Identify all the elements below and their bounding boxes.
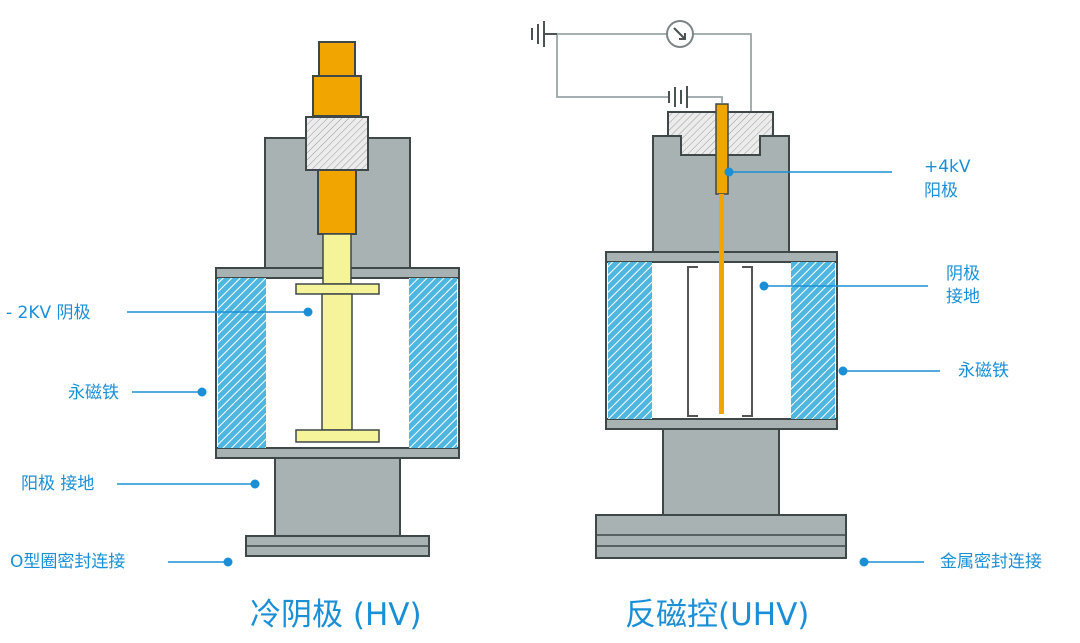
left-feedthrough-upper bbox=[312, 75, 362, 117]
left-feedthrough-lower bbox=[317, 169, 357, 235]
left-cathode-rod bbox=[321, 293, 353, 431]
right-magnet-left bbox=[608, 262, 652, 419]
right-bottom-plate bbox=[605, 418, 838, 430]
left-cathode-top-disc bbox=[295, 283, 380, 295]
label-magnet-left: 永磁铁 bbox=[68, 383, 119, 403]
left-lower-body bbox=[274, 457, 401, 537]
label-cathode-right-line1: 阴极 bbox=[946, 264, 980, 284]
right-cathode-left bbox=[687, 266, 698, 417]
right-anode-rod bbox=[719, 194, 724, 414]
left-ceramic-insulator bbox=[305, 116, 369, 171]
label-magnet-right: 永磁铁 bbox=[958, 361, 1009, 381]
label-anode-right-line2: 阳极 bbox=[924, 181, 958, 201]
left-magnet-right bbox=[409, 278, 457, 448]
left-gauge bbox=[215, 41, 460, 557]
left-magnet-left bbox=[218, 278, 266, 448]
left-bottom-plate bbox=[215, 447, 460, 459]
left-cathode-bottom-disc bbox=[295, 429, 380, 443]
left-cathode-stem bbox=[322, 233, 352, 285]
left-feedthrough-cap bbox=[318, 41, 356, 77]
title-left-gauge: 冷阴极 (HV) bbox=[250, 597, 422, 633]
label-anode-ground-left: 阳极 接地 bbox=[21, 474, 95, 494]
right-cathode-right bbox=[742, 266, 753, 417]
left-leaders bbox=[117, 307, 313, 567]
ground-symbol-icon bbox=[531, 21, 557, 47]
right-flange bbox=[595, 514, 847, 559]
label-oring-seal: O型圈密封连接 bbox=[10, 552, 126, 572]
right-leaders bbox=[724, 167, 940, 567]
ammeter-icon bbox=[666, 20, 694, 48]
right-lower-body bbox=[662, 428, 780, 516]
label-cathode-right-line2: 接地 bbox=[946, 287, 980, 307]
title-right-gauge: 反磁控(UHV) bbox=[625, 597, 810, 633]
label-cathode-left: - 2KV 阴极 bbox=[6, 303, 91, 323]
label-anode-right-line1: +4kV bbox=[924, 157, 971, 177]
label-metal-seal: 金属密封连接 bbox=[940, 552, 1042, 572]
right-magnet-right bbox=[791, 262, 835, 419]
battery-symbol-icon bbox=[668, 86, 688, 108]
right-anode-feedthrough bbox=[715, 103, 729, 195]
